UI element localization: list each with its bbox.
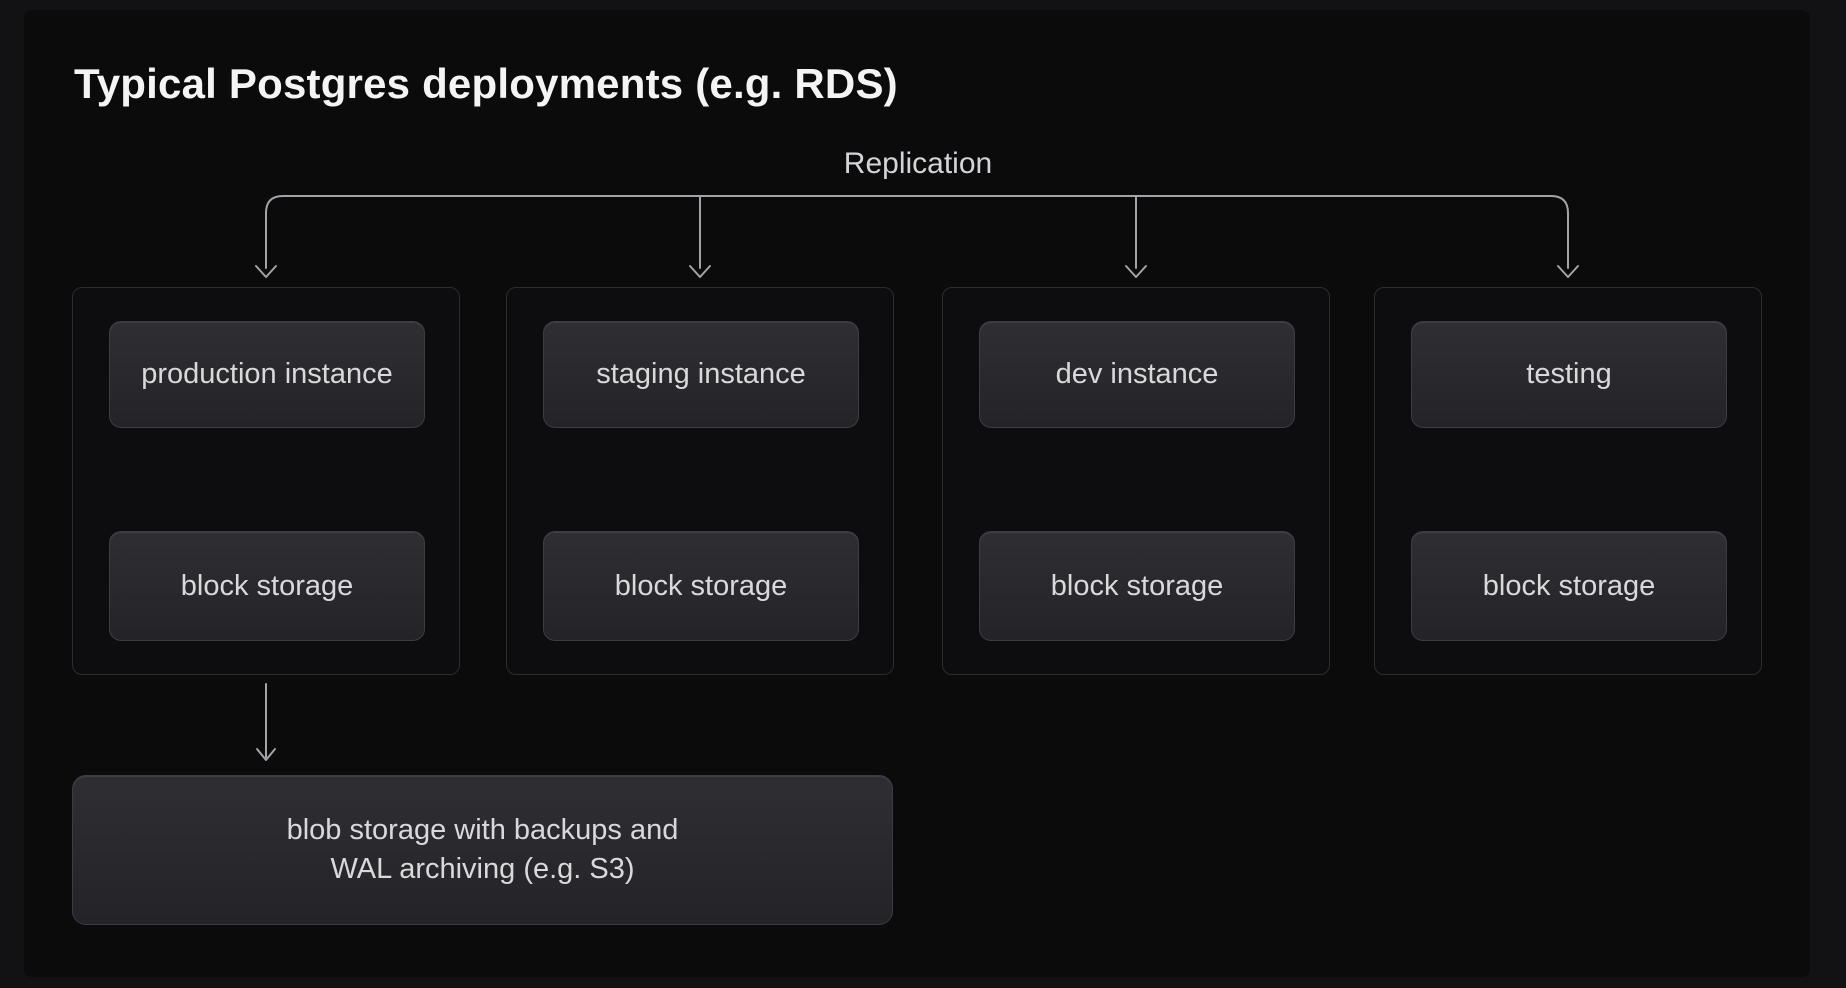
staging-block-storage-label: block storage <box>615 567 788 606</box>
group-dev: dev instance block storage <box>942 287 1330 675</box>
blob-storage-box: blob storage with backups and WAL archiv… <box>72 775 893 925</box>
blob-storage-label-line1: blob storage with backups and <box>287 811 679 850</box>
dev-instance-label: dev instance <box>1056 355 1219 394</box>
staging-block-storage-box: block storage <box>543 531 859 641</box>
group-staging: staging instance block storage <box>506 287 894 675</box>
production-instance-label: production instance <box>141 355 393 394</box>
production-block-storage-box: block storage <box>109 531 425 641</box>
diagram-title: Typical Postgres deployments (e.g. RDS) <box>74 58 898 110</box>
blob-storage-label-line2: WAL archiving (e.g. S3) <box>330 850 634 889</box>
dev-block-storage-label: block storage <box>1051 567 1224 606</box>
production-block-storage-label: block storage <box>181 567 354 606</box>
testing-block-storage-label: block storage <box>1483 567 1656 606</box>
testing-instance-label: testing <box>1526 355 1611 394</box>
production-instance-box: production instance <box>109 321 425 428</box>
staging-instance-label: staging instance <box>596 355 806 394</box>
group-production: production instance block storage <box>72 287 460 675</box>
dev-block-storage-box: block storage <box>979 531 1295 641</box>
replication-label: Replication <box>844 146 992 182</box>
testing-block-storage-box: block storage <box>1411 531 1727 641</box>
staging-instance-box: staging instance <box>543 321 859 428</box>
group-testing: testing block storage <box>1374 287 1762 675</box>
testing-instance-box: testing <box>1411 321 1727 428</box>
dev-instance-box: dev instance <box>979 321 1295 428</box>
